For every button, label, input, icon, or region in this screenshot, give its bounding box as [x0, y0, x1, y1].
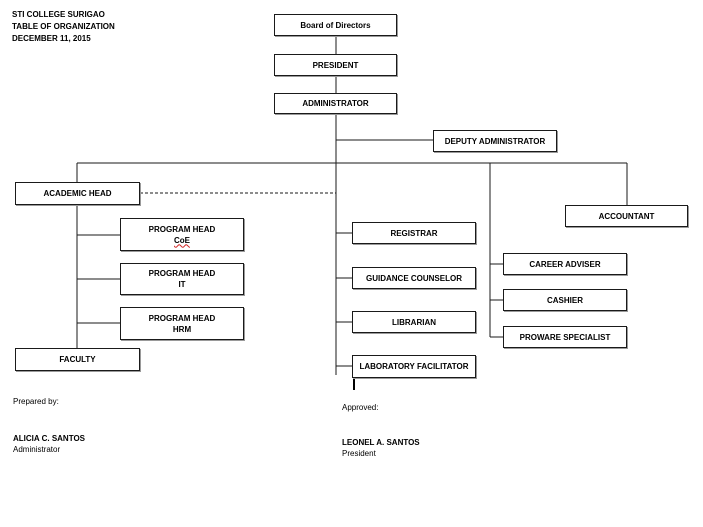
- guidance-counselor-box: GUIDANCE COUNSELOR: [352, 267, 476, 289]
- administrator-label: ADMINISTRATOR: [302, 99, 369, 108]
- ph-hrm-subtitle: HRM: [172, 324, 192, 334]
- ph-coe-subtitle: CoE: [174, 235, 190, 245]
- ph-hrm-title: PROGRAM HEAD: [148, 313, 216, 323]
- accountant-box: ACCOUNTANT: [565, 205, 688, 227]
- ph-it-subtitle: IT: [178, 280, 186, 289]
- board-label: Board of Directors: [300, 20, 371, 30]
- faculty-label: FACULTY: [59, 355, 96, 364]
- lab-label: LABORATORY FACILITATOR: [359, 362, 469, 371]
- registrar-label: REGISTRAR: [390, 228, 438, 238]
- prepared-by-title: Administrator: [13, 445, 61, 454]
- approved-label: Approved:: [342, 403, 379, 412]
- laboratory-facilitator-box: LABORATORY FACILITATOR: [352, 355, 476, 378]
- registrar-box: REGISTRAR: [352, 222, 476, 244]
- approved-name: LEONEL A. SANTOS: [342, 438, 420, 447]
- cashier-box: CASHIER: [503, 289, 627, 311]
- accountant-label: ACCOUNTANT: [598, 211, 655, 221]
- career-adviser-box: CAREER ADVISER: [503, 253, 627, 275]
- administrator-box: ADMINISTRATOR: [274, 93, 397, 114]
- president-label: PRESIDENT: [312, 60, 359, 70]
- faculty-box: FACULTY: [15, 348, 140, 371]
- school-name: STI COLLEGE SURIGAO: [12, 10, 105, 19]
- guidance-label: GUIDANCE COUNSELOR: [365, 273, 462, 283]
- ph-coe-title: PROGRAM HEAD: [148, 224, 216, 234]
- document-title: TABLE OF ORGANIZATION: [12, 22, 115, 31]
- librarian-label: LIBRARIAN: [392, 317, 436, 327]
- academic-head-box: ACADEMIC HEAD: [15, 182, 140, 205]
- proware-label: PROWARE SPECIALIST: [519, 332, 611, 342]
- cashier-label: CASHIER: [546, 295, 583, 305]
- board-of-directors-box: Board of Directors: [274, 14, 397, 36]
- career-label: CAREER ADVISER: [529, 259, 601, 269]
- document-date: DECEMBER 11, 2015: [12, 34, 91, 43]
- deputy-administrator-box: DEPUTY ADMINISTRATOR: [433, 130, 557, 152]
- academic-head-label: ACADEMIC HEAD: [43, 189, 112, 198]
- program-head-coe-box: PROGRAM HEAD CoE: [120, 218, 244, 251]
- approved-title: President: [342, 449, 376, 458]
- proware-specialist-box: PROWARE SPECIALIST: [503, 326, 627, 348]
- prepared-by-label: Prepared by:: [13, 397, 59, 406]
- president-box: PRESIDENT: [274, 54, 397, 76]
- ph-it-title: PROGRAM HEAD: [148, 269, 216, 278]
- program-head-hrm-box: PROGRAM HEAD HRM: [120, 307, 244, 340]
- prepared-by-name: ALICIA C. SANTOS: [13, 434, 86, 443]
- librarian-box: LIBRARIAN: [352, 311, 476, 333]
- deputy-label: DEPUTY ADMINISTRATOR: [444, 136, 546, 146]
- program-head-it-box: PROGRAM HEAD IT: [120, 263, 244, 295]
